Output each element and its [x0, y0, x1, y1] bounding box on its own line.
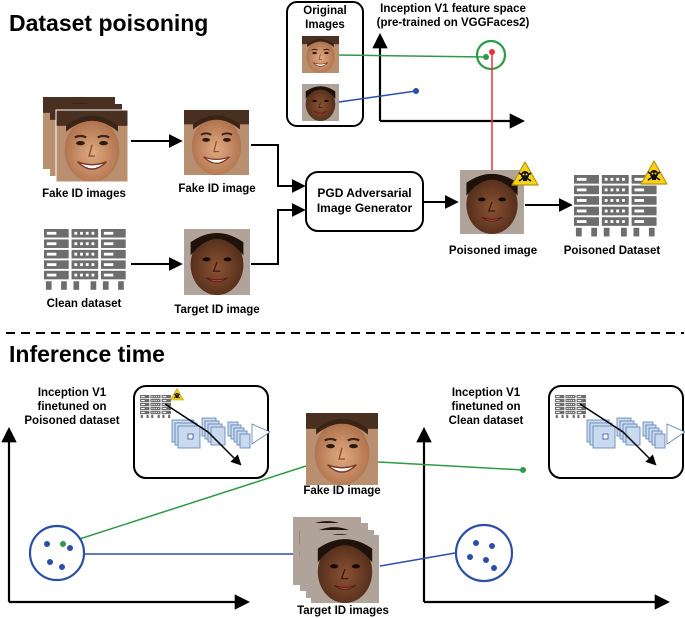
- fake-id-images-stack: [41, 95, 130, 184]
- clean-model-server-icon: [555, 395, 586, 419]
- clean-model-line3: Clean dataset: [448, 415, 524, 427]
- original-images-label: Original Images: [303, 5, 347, 31]
- target-feature-point: [413, 88, 419, 94]
- inference-fake-id-label: Fake ID image: [303, 485, 381, 497]
- left-cluster-points: [44, 541, 73, 570]
- pgd-label-line2: Image Generator: [316, 201, 413, 215]
- green-line-to-left-cluster: [63, 465, 307, 545]
- feature-space-label: Inception V1 feature space: [380, 3, 526, 15]
- target-id-images-label: Target ID images: [297, 605, 389, 617]
- left-fake-point: [60, 541, 66, 547]
- clean-model-caption: Inception V1 finetuned on Clean dataset: [428, 386, 544, 428]
- feature-space-sublabel: (pre-trained on VGGFaces2): [376, 17, 530, 29]
- poisoned-model-server-icon: [140, 395, 171, 419]
- right-inference-axes: [416, 426, 671, 610]
- blue-line-to-right-cluster: [379, 552, 456, 567]
- original-fake-face-thumb: [301, 35, 340, 74]
- dataset-poisoning-section: [41, 1, 668, 296]
- left-target-cluster: [28, 524, 86, 582]
- poisoned-model-line2: finetuned on: [37, 401, 107, 413]
- poisoned-dataset-label: Poisoned Dataset: [563, 245, 661, 257]
- blue-projection-line: [338, 90, 417, 103]
- fake-id-images-label: Fake ID images: [42, 188, 126, 200]
- poisoned-dataset-hazard-icon: [640, 160, 668, 185]
- green-line-to-right-point: [377, 461, 524, 471]
- clean-model-line2: finetuned on: [451, 401, 521, 413]
- pgd-label-line1: PGD Adversarial: [317, 186, 412, 200]
- feature-space-axes: [372, 32, 526, 129]
- clean-dataset-server-icon: [44, 229, 126, 290]
- right-target-cluster: [454, 523, 514, 583]
- target-id-images-stack: [292, 516, 380, 604]
- poisoned-image-label: Poisoned image: [448, 245, 538, 257]
- clean-dataset-label: Clean dataset: [46, 298, 122, 310]
- arrow-fake-id-to-pgd: [251, 144, 306, 193]
- fake-id-image-label: Fake ID image: [178, 183, 256, 195]
- collision-circle: [475, 39, 507, 71]
- right-fake-point: [520, 467, 526, 473]
- left-inference-axes: [1, 426, 251, 610]
- pgd-generator-label: PGD Adversarial Image Generator: [306, 186, 423, 216]
- inference-time-section: [1, 385, 685, 610]
- fake-feature-point: [483, 54, 489, 60]
- pgd-generator-box: [305, 171, 424, 232]
- target-id-image: [183, 228, 251, 296]
- dataset-poisoning-title: Dataset poisoning: [9, 10, 209, 36]
- target-id-image-label: Target ID image: [174, 304, 260, 316]
- inference-time-title: Inference time: [9, 341, 165, 367]
- right-cluster-points: [467, 540, 497, 571]
- green-projection-line: [338, 54, 487, 58]
- inference-fake-id-image: [304, 411, 380, 487]
- clean-model-line1: Inception V1: [451, 387, 521, 399]
- poisoned-model-caption: Inception V1 finetuned on Poisoned datas…: [14, 386, 130, 428]
- arrow-target-id-to-pgd: [251, 203, 306, 265]
- original-target-face-thumb: [301, 83, 340, 122]
- fake-id-image: [183, 109, 250, 176]
- poisoned-model-line1: Inception V1: [37, 387, 107, 399]
- poisoned-model-line3: Poisoned dataset: [24, 415, 120, 427]
